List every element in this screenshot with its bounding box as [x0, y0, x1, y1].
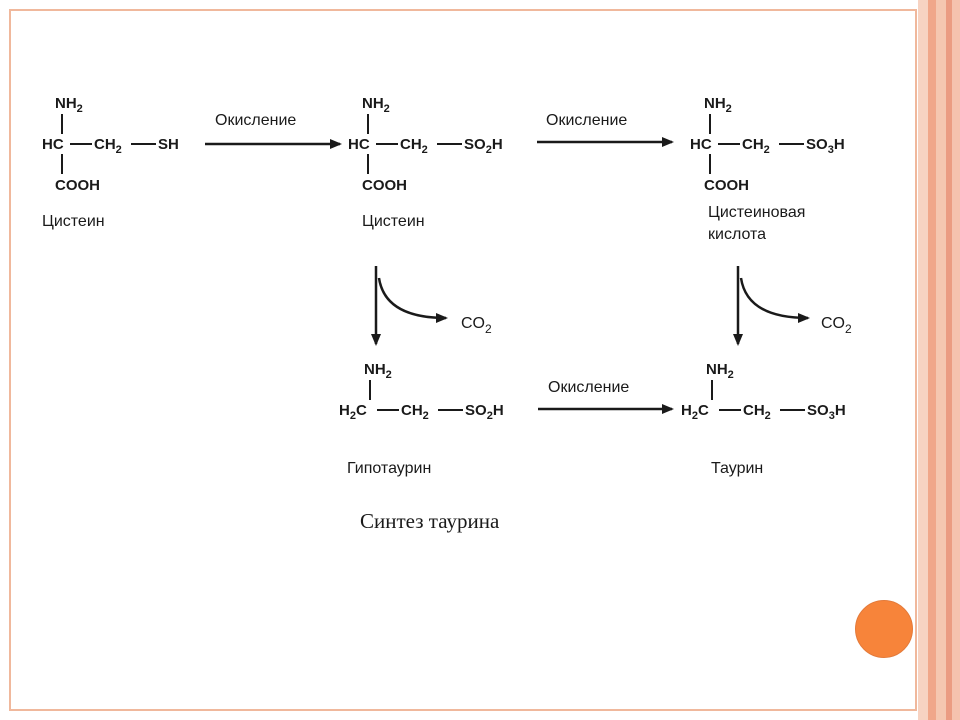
svg-text:SO3H: SO3H	[806, 136, 845, 156]
svg-text:H2C: H2C	[339, 402, 367, 422]
molecule-cysteine: NH2 HC CH2 SH COOH	[42, 95, 179, 194]
decor-stripe	[946, 0, 952, 720]
label-taurine: Таурин	[711, 460, 763, 477]
svg-text:HC: HC	[348, 136, 370, 153]
molecule-taurine: NH2 H2C CH2 SO3H	[681, 361, 846, 422]
svg-text:NH2: NH2	[55, 95, 83, 115]
label-cysteic-acid-1: Цистеиновая	[708, 204, 805, 221]
svg-text:SO2H: SO2H	[464, 136, 503, 156]
label-cysteine-sulfinic: Цистеин	[362, 213, 425, 230]
label-oxidation-2: Окисление	[546, 112, 627, 129]
svg-text:SH: SH	[158, 136, 179, 153]
svg-text:NH2: NH2	[364, 361, 392, 381]
decor-circle	[855, 600, 913, 658]
svg-text:NH2: NH2	[706, 361, 734, 381]
label-co2-left: CO2	[461, 315, 492, 336]
label-cysteic-acid-2: кислота	[708, 226, 766, 243]
decor-stripe	[952, 0, 960, 720]
label-oxidation-1: Окисление	[215, 112, 296, 129]
diagram-caption: Синтез таурина	[360, 509, 500, 533]
svg-text:HC: HC	[690, 136, 712, 153]
label-oxidation-3: Окисление	[548, 379, 629, 396]
svg-text:CH2: CH2	[94, 136, 122, 156]
svg-text:COOH: COOH	[55, 177, 100, 194]
svg-text:CH2: CH2	[400, 136, 428, 156]
svg-text:NH2: NH2	[704, 95, 732, 115]
svg-text:COOH: COOH	[362, 177, 407, 194]
svg-text:CH2: CH2	[401, 402, 429, 422]
decor-stripe	[936, 0, 946, 720]
svg-text:CH2: CH2	[743, 402, 771, 422]
label-co2-right: CO2	[821, 315, 852, 336]
label-cysteine: Цистеин	[42, 213, 105, 230]
co2-release-arrow-right	[739, 277, 810, 323]
decor-stripe	[918, 0, 928, 720]
co2-release-arrow-left	[377, 277, 448, 323]
molecule-hypotaurine: NH2 H2C CH2 SO2H	[339, 361, 504, 422]
svg-text:SO3H: SO3H	[807, 402, 846, 422]
svg-text:H2C: H2C	[681, 402, 709, 422]
slide-card	[9, 9, 917, 711]
label-hypotaurine: Гипотаурин	[347, 460, 431, 477]
svg-text:NH2: NH2	[362, 95, 390, 115]
svg-text:HC: HC	[42, 136, 64, 153]
svg-text:COOH: COOH	[704, 177, 749, 194]
svg-text:SO2H: SO2H	[465, 402, 504, 422]
svg-text:CH2: CH2	[742, 136, 770, 156]
decor-stripe	[928, 0, 936, 720]
molecule-cysteic-acid: NH2 HC CH2 SO3H COOH	[690, 95, 845, 194]
molecule-cysteine-sulfinic: NH2 HC CH2 SO2H COOH	[348, 95, 503, 194]
